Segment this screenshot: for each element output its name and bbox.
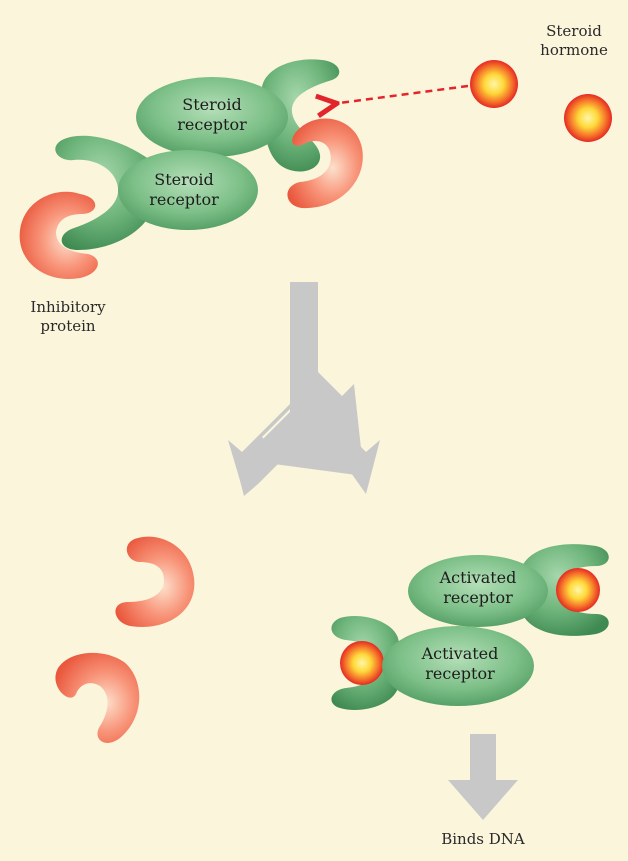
steroid-hormone-label-line1: Steroid	[524, 22, 624, 41]
activated-receptor-bottom-label-line2: receptor	[400, 664, 520, 684]
free-inhibitory-protein-1	[115, 537, 194, 627]
bound-hormone-top	[556, 568, 600, 612]
steroid-receptor-bottom-label-line2: receptor	[134, 190, 234, 210]
activated-receptor-top-label: Activated receptor	[418, 568, 538, 608]
binding-arrow	[332, 86, 468, 104]
binds-dna-arrow	[448, 734, 518, 820]
steroid-receptor-top-label-line2: receptor	[162, 115, 262, 135]
activated-receptor-bottom-label-line1: Activated	[400, 644, 520, 664]
binds-dna-label-text: Binds DNA	[418, 830, 548, 849]
steroid-receptor-bottom-label: Steroid receptor	[134, 170, 234, 210]
free-inhibitory-protein-2	[55, 653, 139, 743]
binds-dna-label: Binds DNA	[418, 830, 548, 849]
steroid-hormone-1	[470, 60, 518, 108]
activated-receptor-top-label-line2: receptor	[418, 588, 538, 608]
steroid-hormone-2	[564, 94, 612, 142]
activated-receptor-top-label-line1: Activated	[418, 568, 538, 588]
split-arrow-stem	[290, 282, 318, 393]
steroid-hormone-label: Steroid hormone	[524, 22, 624, 60]
steroid-receptor-top-label: Steroid receptor	[162, 95, 262, 135]
steroid-receptor-bottom-label-line1: Steroid	[134, 170, 234, 190]
steroid-receptor-top-label-line1: Steroid	[162, 95, 262, 115]
inhibitory-protein-label-line2: protein	[8, 317, 128, 336]
inhibitory-protein-label: Inhibitory protein	[8, 298, 128, 336]
steroid-hormone-label-line2: hormone	[524, 41, 624, 60]
inhibitory-protein-label-line1: Inhibitory	[8, 298, 128, 317]
activated-receptor-bottom-label: Activated receptor	[400, 644, 520, 684]
bound-hormone-bottom	[340, 641, 384, 685]
